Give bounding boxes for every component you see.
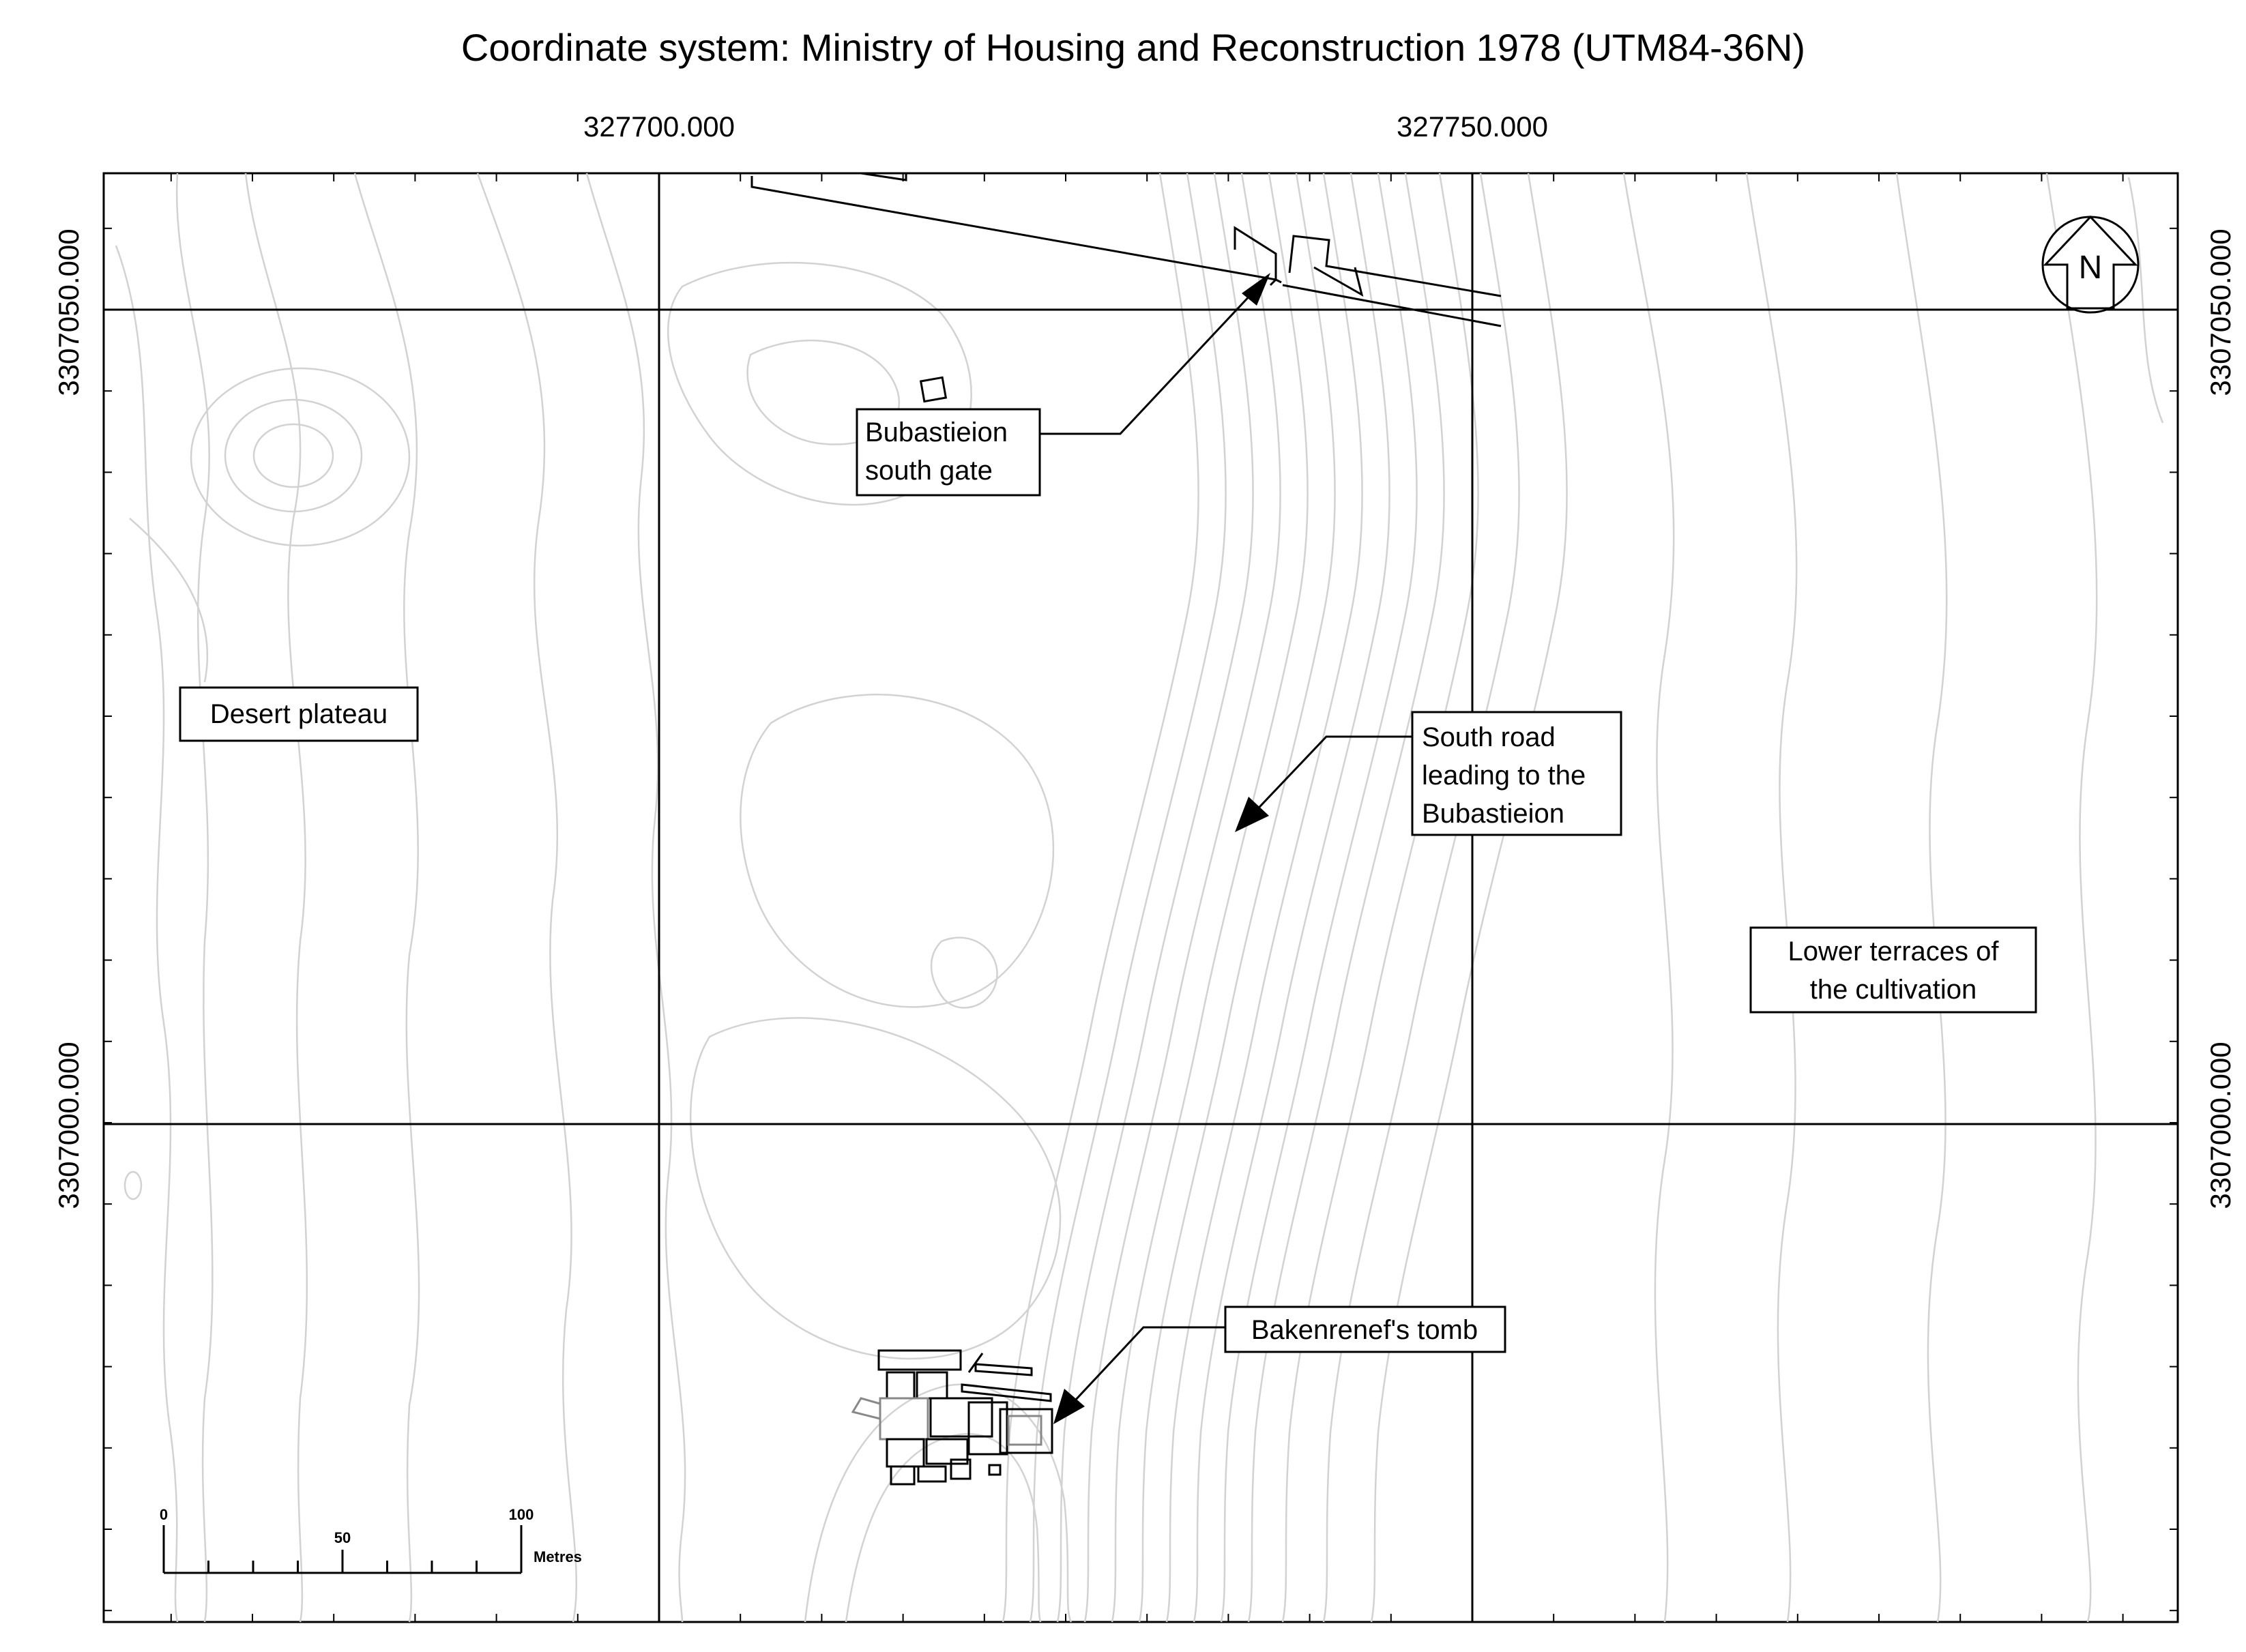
coordinate-grid xyxy=(104,173,2178,1622)
north-arrow-icon: N xyxy=(2041,215,2140,314)
callout-south-road: South road leading to the Bubastieion xyxy=(1235,711,1622,836)
scale-tick-100: 100 xyxy=(509,1506,534,1523)
callout-desert-text: Desert plateau xyxy=(210,699,388,729)
scale-tick-50: 50 xyxy=(334,1529,351,1546)
callout-tomb-text: Bakenrenef's tomb xyxy=(1251,1315,1478,1345)
northing-label-right-3307000: 3307000.000 xyxy=(2204,1042,2236,1209)
northing-label-right-3307050: 3307050.000 xyxy=(2204,228,2236,396)
scale-unit: Metres xyxy=(534,1548,582,1565)
callout-gate-line-2: south gate xyxy=(865,456,993,486)
callout-road-line-2: leading to the xyxy=(1422,761,1586,791)
easting-label-327700: 327700.000 xyxy=(583,110,735,143)
callout-road-line-1: South road xyxy=(1422,722,1556,752)
north-arrow-label: N xyxy=(2079,250,2103,286)
callout-terraces-line-1: Lower terraces of xyxy=(1788,936,1999,967)
callout-gate-line-1: Bubastieion xyxy=(865,417,1008,447)
scale-bar: 0 50 100 Metres xyxy=(160,1506,582,1574)
callout-terraces-line-2: the cultivation xyxy=(1810,975,1977,1005)
bakenrenef-tomb-structure xyxy=(851,1349,1053,1486)
callout-bubastieion-south-gate: Bubastieion south gate xyxy=(856,273,1270,497)
northing-label-left-3307050: 3307050.000 xyxy=(53,228,85,396)
scale-tick-0: 0 xyxy=(160,1506,168,1523)
bubastieion-wall xyxy=(750,172,1502,403)
map-frame xyxy=(102,172,2179,1623)
callout-desert-plateau: Desert plateau xyxy=(179,686,419,742)
northing-label-left-3307000: 3307000.000 xyxy=(53,1042,85,1209)
callout-bakenrenef-tomb: Bakenrenef's tomb xyxy=(1053,1306,1506,1424)
callout-lower-terraces: Lower terraces of the cultivation xyxy=(1749,926,2037,1014)
map-title: Coordinate system: Ministry of Housing a… xyxy=(461,26,1805,69)
easting-label-327750: 327750.000 xyxy=(1397,110,1548,143)
callout-road-line-3: Bubastieion xyxy=(1422,799,1564,829)
